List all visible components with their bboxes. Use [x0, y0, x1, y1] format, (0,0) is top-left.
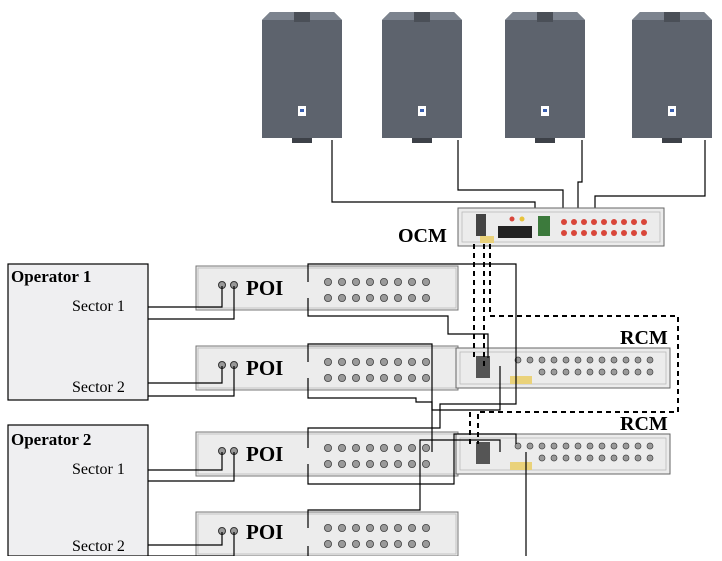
poi-panel [195, 265, 459, 311]
operator-box [7, 263, 149, 401]
poi-rcm-links [307, 263, 527, 556]
poi-panels [195, 265, 459, 557]
rcm-label: RCM [620, 327, 668, 349]
poi-panel [195, 431, 459, 477]
remote-units [262, 12, 712, 143]
remote-unit [632, 12, 712, 143]
operator-2-title: Operator 2 [11, 430, 92, 449]
ocm-rcm-optical [469, 244, 679, 444]
poi-label: POI [246, 442, 284, 466]
poi-panel [195, 511, 459, 557]
rcm-rack [455, 433, 671, 475]
poi-panel [195, 345, 459, 391]
operator-1-title: Operator 1 [11, 267, 92, 286]
remote-unit [382, 12, 462, 143]
ocm-label: OCM [398, 225, 447, 247]
rcm-rack [455, 347, 671, 389]
poi-label: POI [246, 520, 284, 544]
operator-box [7, 424, 149, 557]
remote-unit [262, 12, 342, 143]
operator-1-sector-2-label: Sector 2 [72, 379, 125, 396]
poi-label: POI [246, 276, 284, 300]
sector-links [148, 286, 235, 557]
operator-1-sector-1-label: Sector 1 [72, 298, 125, 315]
operator-2-sector-2-label: Sector 2 [72, 538, 125, 555]
poi-label: POI [246, 356, 284, 380]
fiber-links [331, 140, 706, 212]
operator-2-sector-1-label: Sector 1 [72, 461, 125, 478]
rcm-label: RCM [620, 413, 668, 435]
ocm-rack [457, 207, 665, 247]
remote-unit [505, 12, 585, 143]
